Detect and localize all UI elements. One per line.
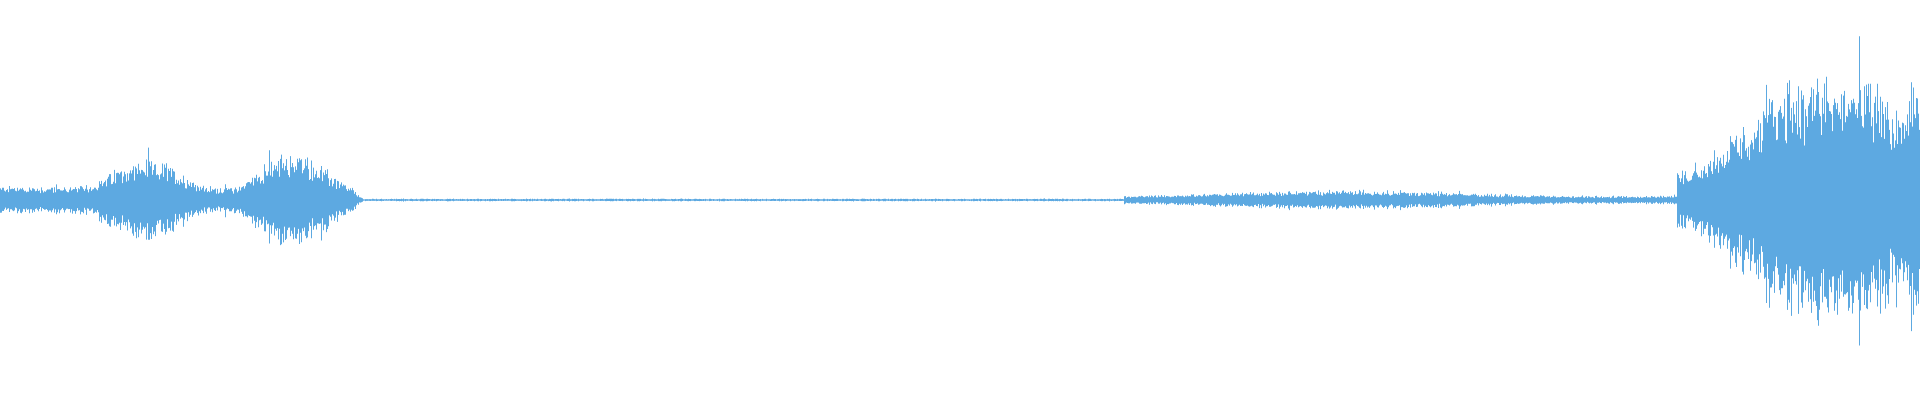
- waveform-bars: [0, 36, 1920, 346]
- waveform-trace: [0, 36, 1920, 346]
